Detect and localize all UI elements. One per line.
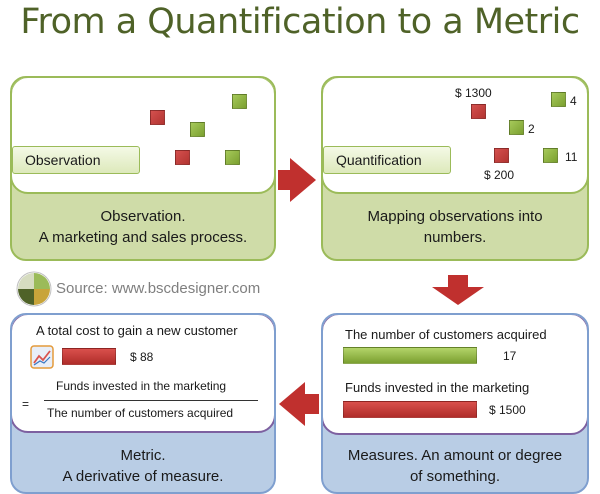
red-square xyxy=(471,104,486,119)
customers-value: 17 xyxy=(503,349,517,363)
observation-canvas xyxy=(12,78,274,194)
customers-bar xyxy=(343,347,477,364)
arrow-left-icon xyxy=(279,382,319,426)
equals-sign: = xyxy=(22,397,30,411)
fraction-line xyxy=(44,400,258,401)
green-square xyxy=(190,122,205,137)
metric-caption-line1: Metric. xyxy=(120,447,166,464)
quantification-canvas: $ 1300 4 2 $ 200 11 xyxy=(323,78,587,194)
customers-label: The number of customers acquired xyxy=(345,327,547,342)
quantification-tag: Quantification xyxy=(323,146,451,174)
metric-heading: A total cost to gain a new customer xyxy=(36,323,238,338)
denominator: The number of customers acquired xyxy=(47,406,234,420)
funds-bar xyxy=(343,401,477,418)
red-square xyxy=(175,150,190,165)
observation-caption-line1: Observation. xyxy=(100,208,186,225)
numerator: Funds invested in the marketing xyxy=(56,379,227,393)
observation-caption-line2: A marketing and sales process. xyxy=(38,229,248,246)
funds-value: $ 1500 xyxy=(489,403,526,417)
line-chart-icon xyxy=(30,345,54,369)
label-red-top: $ 1300 xyxy=(455,86,492,100)
red-square xyxy=(150,110,165,125)
red-square xyxy=(494,148,509,163)
metric-bar xyxy=(62,348,116,365)
label-green-bottom: 11 xyxy=(565,150,578,164)
metric-caption-line2: A derivative of measure. xyxy=(62,468,224,485)
source-text: Source: www.bscdesigner.com xyxy=(56,280,261,297)
funds-label: Funds invested in the marketing xyxy=(345,380,530,395)
quantification-caption-line1: Mapping observations into xyxy=(367,208,543,225)
metric-panel: A total cost to gain a new customer $ 88… xyxy=(10,313,276,494)
green-square xyxy=(225,150,240,165)
label-red-bottom: $ 200 xyxy=(484,168,515,182)
observation-panel: Observation Observation. A marketing and… xyxy=(10,76,276,261)
green-square xyxy=(232,94,247,109)
metric-value: $ 88 xyxy=(130,350,154,364)
arrow-down-icon xyxy=(432,275,484,305)
page-title: From a Quantification to a Metric xyxy=(20,2,580,42)
green-square xyxy=(551,92,566,107)
measures-panel: The number of customers acquired 17 Fund… xyxy=(321,313,589,494)
quantification-caption-line2: numbers. xyxy=(423,229,487,246)
label-green-mid: 2 xyxy=(528,122,535,136)
green-square xyxy=(509,120,524,135)
measures-caption-line1: Measures. An amount or degree xyxy=(347,447,563,464)
label-green-top: 4 xyxy=(570,94,577,108)
measures-caption-line2: of something. xyxy=(409,468,501,485)
observation-tag: Observation xyxy=(12,146,140,174)
arrow-right-icon xyxy=(278,158,316,202)
green-square xyxy=(543,148,558,163)
measures-canvas: The number of customers acquired 17 Fund… xyxy=(323,315,587,435)
quantification-panel: $ 1300 4 2 $ 200 11 Quantification Mappi… xyxy=(321,76,589,261)
metric-canvas: A total cost to gain a new customer $ 88… xyxy=(12,315,274,433)
quadrant-logo-icon xyxy=(16,271,52,307)
